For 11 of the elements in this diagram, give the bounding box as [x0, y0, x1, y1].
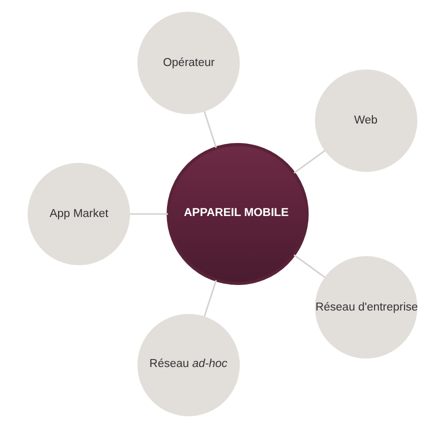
connector	[203, 280, 216, 317]
node-circle: App Market	[27, 162, 130, 266]
node-circle: Réseau ad-hoc	[136, 314, 240, 416]
node-circle: Web	[314, 69, 417, 172]
connector	[203, 111, 216, 148]
node-circle: Réseau d'entreprise	[314, 256, 417, 359]
node-circle: APPAREIL MOBILE	[166, 142, 308, 286]
node-circle: Opérateur	[136, 12, 240, 114]
connector	[293, 254, 325, 278]
connector	[293, 150, 325, 174]
connector	[129, 213, 168, 215]
